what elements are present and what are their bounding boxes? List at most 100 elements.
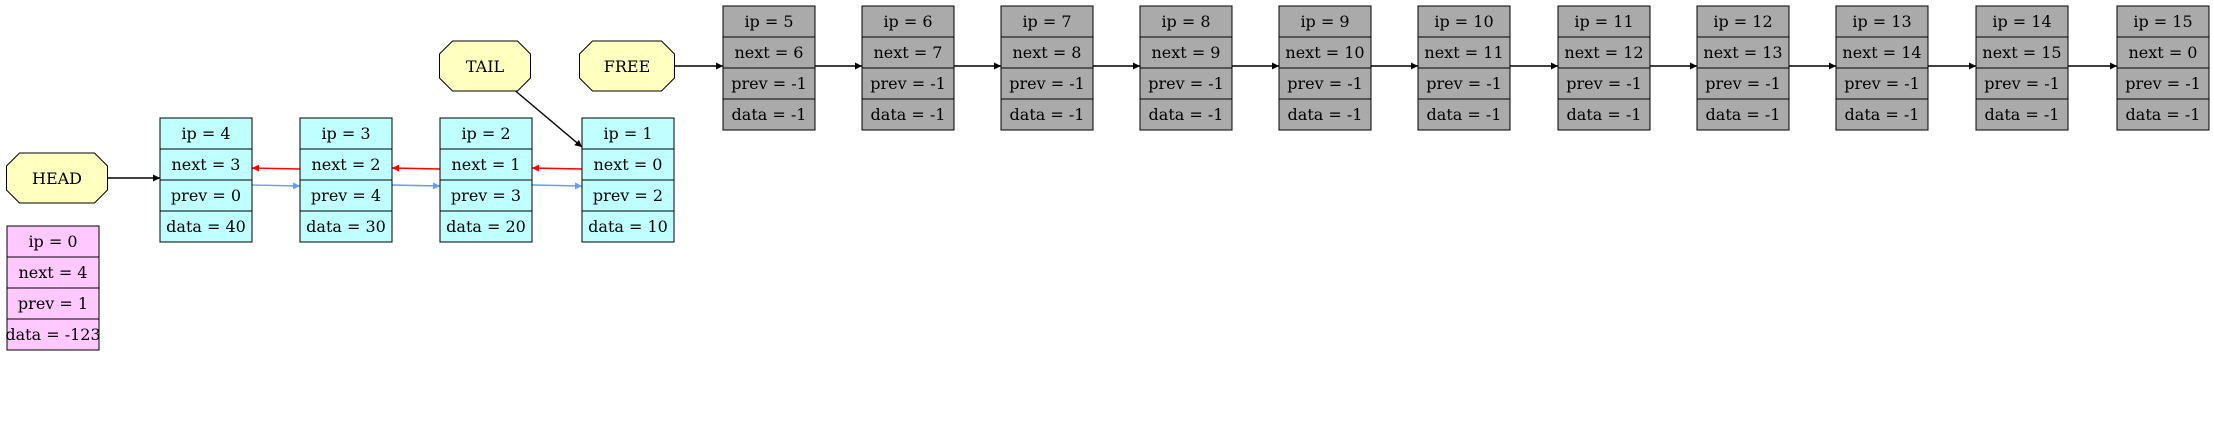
node-4: ip = 4 next = 3 prev = 0 data = 40 <box>159 117 253 243</box>
node-1-ip-label: ip = 1 <box>603 124 652 143</box>
node-5-prev-cell <box>722 67 816 100</box>
node-15-next-cell <box>2116 36 2210 69</box>
edges-layer <box>108 62 2117 190</box>
node-15-ip-label: ip = 15 <box>2133 12 2192 31</box>
node-11-prev-label: prev = -1 <box>1566 74 1642 93</box>
node-14-data-cell <box>1975 98 2069 131</box>
node-10-prev-label: prev = -1 <box>1426 74 1502 93</box>
node-7-prev-label: prev = -1 <box>1009 74 1085 93</box>
node-10-data-cell <box>1417 98 1511 131</box>
node-13-ip-label: ip = 13 <box>1852 12 1911 31</box>
node-0-data-cell <box>6 318 100 351</box>
node-12-next-label: next = 13 <box>1703 43 1782 62</box>
prev-edge-2-to-1 <box>531 182 583 190</box>
node-7-next-label: next = 8 <box>1013 43 1082 62</box>
headers-layer: HEAD TAIL FREE <box>6 40 675 204</box>
free-label: FREE <box>604 57 651 76</box>
node-12-prev-label: prev = -1 <box>1705 74 1781 93</box>
node-7-data-label: data = -1 <box>1010 105 1085 124</box>
node-15-prev-label: prev = -1 <box>2125 74 2201 93</box>
node-6-ip-label: ip = 6 <box>883 12 932 31</box>
node-15-ip-cell <box>2116 5 2210 38</box>
tail-to-node-1-edge <box>511 87 583 148</box>
next-edge-3-to-4 <box>251 164 301 172</box>
node-2-next-label: next = 1 <box>452 155 521 174</box>
node-6-prev-cell <box>861 67 955 100</box>
node-6-prev-label: prev = -1 <box>870 74 946 93</box>
node-4-ip-cell <box>159 117 253 150</box>
node-14-prev-cell <box>1975 67 2069 100</box>
node-8-data-label: data = -1 <box>1149 105 1224 124</box>
node-9-ip-cell <box>1278 5 1372 38</box>
node-4-data-label: data = 40 <box>166 217 246 236</box>
head-octagon <box>6 152 108 204</box>
node-8-prev-label: prev = -1 <box>1148 74 1224 93</box>
node-2-next-cell <box>439 148 533 181</box>
node-10-prev-cell <box>1417 67 1511 100</box>
node-10-ip-label: ip = 10 <box>1434 12 1493 31</box>
node-4-prev-label: prev = 0 <box>171 186 241 205</box>
tail-octagon <box>439 40 531 92</box>
node-8-next-label: next = 9 <box>1152 43 1221 62</box>
node-13-ip-cell <box>1835 5 1929 38</box>
prev-edge-4-to-3 <box>251 182 301 190</box>
node-0-next-cell <box>6 256 100 289</box>
node-2-data-label: data = 20 <box>446 217 526 236</box>
next-edge-1-to-2 <box>531 164 583 172</box>
node-4-ip-label: ip = 4 <box>181 124 230 143</box>
node-8-ip-label: ip = 8 <box>1161 12 1210 31</box>
node-7-ip-label: ip = 7 <box>1022 12 1071 31</box>
node-9-data-label: data = -1 <box>1288 105 1363 124</box>
node-12-data-label: data = -1 <box>1706 105 1781 124</box>
node-2-ip-label: ip = 2 <box>461 124 510 143</box>
node-3-ip-label: ip = 3 <box>321 124 370 143</box>
node-4-next-label: next = 3 <box>172 155 241 174</box>
node-15-data-label: data = -1 <box>2126 105 2201 124</box>
node-11-next-cell <box>1557 36 1651 69</box>
node-11-data-label: data = -1 <box>1567 105 1642 124</box>
node-12-ip-label: ip = 12 <box>1713 12 1772 31</box>
node-3-next-label: next = 2 <box>312 155 381 174</box>
node-1-data-cell <box>581 210 675 243</box>
node-7-prev-cell <box>1000 67 1094 100</box>
head-label: HEAD <box>32 169 82 188</box>
node-15-data-cell <box>2116 98 2210 131</box>
node-11-ip-label: ip = 11 <box>1574 12 1633 31</box>
node-9-next-label: next = 10 <box>1285 43 1364 62</box>
prev-edge-3-to-2 <box>391 182 441 190</box>
node-14-ip-label: ip = 14 <box>1992 12 2051 31</box>
node-12-data-cell <box>1696 98 1790 131</box>
node-7: ip = 7 next = 8 prev = -1 data = -1 <box>1000 5 1094 131</box>
node-3-next-cell <box>299 148 393 181</box>
node-7-next-cell <box>1000 36 1094 69</box>
node-9-prev-label: prev = -1 <box>1287 74 1363 93</box>
node-3-prev-label: prev = 4 <box>311 186 381 205</box>
node-2-prev-label: prev = 3 <box>451 186 521 205</box>
node-5-next-cell <box>722 36 816 69</box>
node-8-ip-cell <box>1139 5 1233 38</box>
node-14-prev-label: prev = -1 <box>1984 74 2060 93</box>
node-3-data-label: data = 30 <box>306 217 386 236</box>
node-11-data-cell <box>1557 98 1651 131</box>
node-2-prev-cell <box>439 179 533 212</box>
node-13-prev-label: prev = -1 <box>1844 74 1920 93</box>
node-14-next-label: next = 15 <box>1982 43 2061 62</box>
node-1-ip-cell <box>581 117 675 150</box>
node-9-next-cell <box>1278 36 1372 69</box>
node-11-ip-cell <box>1557 5 1651 38</box>
node-1-next-cell <box>581 148 675 181</box>
tail-label: TAIL <box>466 57 505 76</box>
node-5-ip-label: ip = 5 <box>744 12 793 31</box>
node-8-data-cell <box>1139 98 1233 131</box>
node-10-next-cell <box>1417 36 1511 69</box>
head-pointer: HEAD <box>6 152 108 204</box>
node-9-ip-label: ip = 9 <box>1300 12 1349 31</box>
node-2-data-cell <box>439 210 533 243</box>
